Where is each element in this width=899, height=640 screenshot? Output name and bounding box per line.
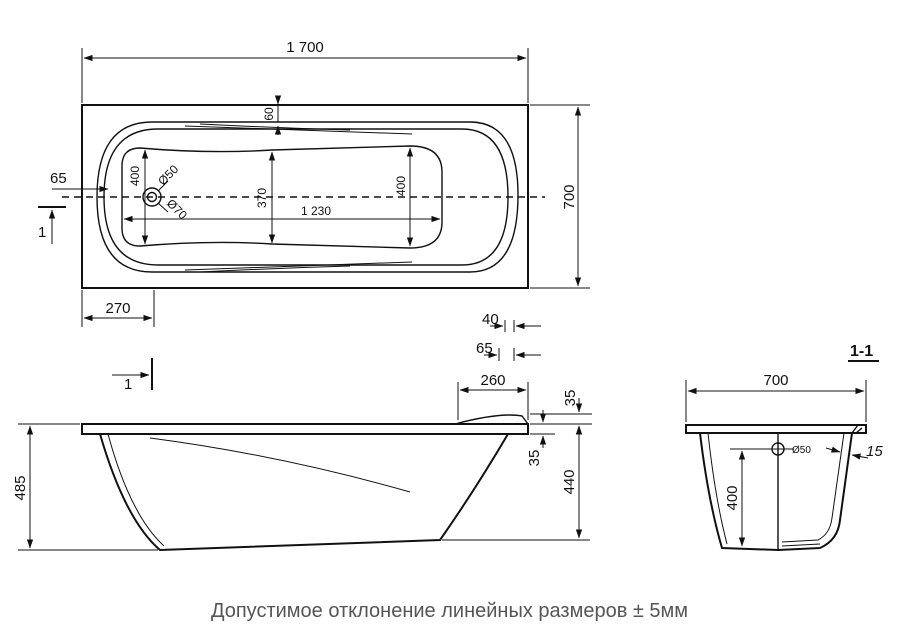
- section-right-wall-inner: [781, 432, 845, 543]
- rim-outer-shape: [96, 121, 519, 273]
- dim-bottom-width-middle: 370: [255, 188, 269, 208]
- top-view: 1 700 700 65 1 60 400 Ø50 Ø70 370 1 230: [38, 39, 590, 327]
- dim-wall-thickness: 15: [866, 443, 883, 460]
- section-flange: [851, 424, 863, 434]
- dim-edge-to-bottom: 270: [105, 300, 130, 317]
- dim-top-35: 35: [562, 390, 579, 407]
- dim-bottom-width-left: 400: [128, 166, 142, 186]
- dim-65-side: 65: [476, 340, 493, 357]
- dim-depth: 440: [561, 469, 578, 494]
- tub-outline-top: [81, 104, 529, 289]
- dim-40: 40: [482, 311, 499, 328]
- leader-overflow: [157, 180, 169, 192]
- dim-section-depth: 400: [724, 485, 741, 510]
- rim-inner-shape: [103, 128, 509, 266]
- section-title: 1-1: [850, 343, 873, 360]
- dim-mid-35: 35: [526, 450, 543, 467]
- dim-rim-width: 60: [262, 107, 276, 121]
- dim-bottom-length: 1 230: [301, 204, 331, 218]
- section-view: 1-1 700 Ø50 15 400: [685, 343, 883, 551]
- backrest-line-bottom-2: [199, 265, 351, 273]
- section-right-wall: [777, 432, 853, 551]
- backrest-curve-side: [149, 437, 411, 493]
- dim-drain-diameter: Ø70: [164, 196, 190, 222]
- section-bottom-hatch: [781, 543, 821, 547]
- dim-drain-offset: 65: [50, 170, 67, 187]
- dim-overflow-diameter-section: Ø50: [792, 445, 811, 456]
- dim-overall-length: 1 700: [286, 39, 324, 56]
- side-view: 485 1 40 65 260 35 35: [12, 311, 592, 552]
- tolerance-caption: Допустимое отклонение линейных размеров …: [210, 600, 689, 622]
- dim-rim-length: 260: [480, 372, 505, 389]
- dim-overflow-diameter-top: Ø50: [155, 162, 181, 188]
- backrest-line-top: [184, 125, 413, 135]
- dim-line-wall-thickness: [825, 446, 841, 453]
- bottom-outline: [121, 145, 443, 249]
- dim-overall-height: 485: [12, 475, 29, 500]
- section-left-wall-inner: [707, 432, 728, 545]
- section-rim: [685, 424, 867, 434]
- dim-section-width: 700: [763, 372, 788, 389]
- tub-body-side-inner: [107, 433, 165, 547]
- section-left-wall: [699, 432, 779, 551]
- tub-body-side: [99, 433, 509, 552]
- dim-bottom-width-right: 400: [394, 176, 408, 196]
- tub-rim-side: [81, 423, 529, 435]
- section-mark-side-view: 1: [124, 376, 132, 393]
- section-mark-top-view: 1: [38, 224, 46, 241]
- leader-drain: [157, 202, 169, 213]
- backrest-line-bottom: [184, 261, 413, 271]
- dim-overall-width: 700: [561, 184, 578, 209]
- tub-headrest-side: [454, 414, 529, 425]
